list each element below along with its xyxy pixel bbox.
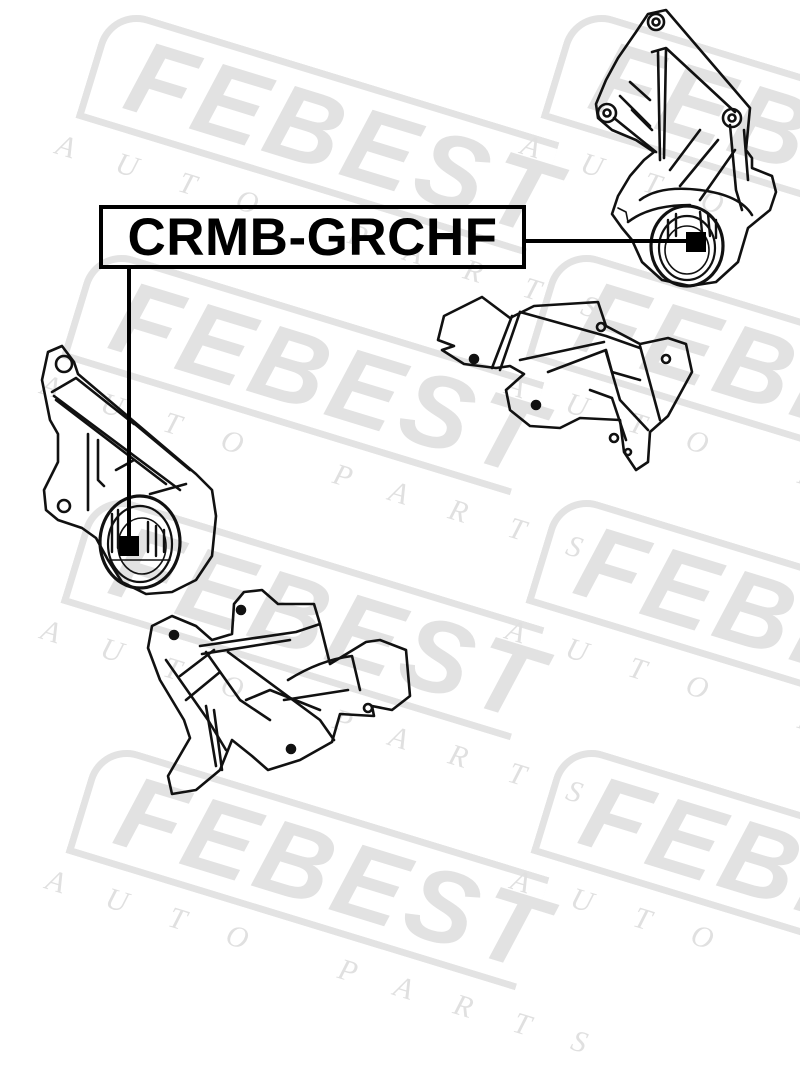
callout-marker-left [119,536,139,556]
upper-right-engine-mount [594,8,778,288]
lower-bracket-plate [146,588,412,796]
part-number-label: CRMB-GRCHF [99,205,526,269]
watermark-tagline: AUTO PARTS [42,863,634,1073]
callout-marker-right [686,232,706,252]
parts-illustration [40,8,778,796]
callout-leaders [119,232,706,556]
right-bracket-plate [436,295,694,472]
watermark-tagline: AUTO PARTS [507,863,800,1072]
part-number-text: CRMB-GRCHF [127,207,498,267]
left-engine-mount [40,344,218,596]
